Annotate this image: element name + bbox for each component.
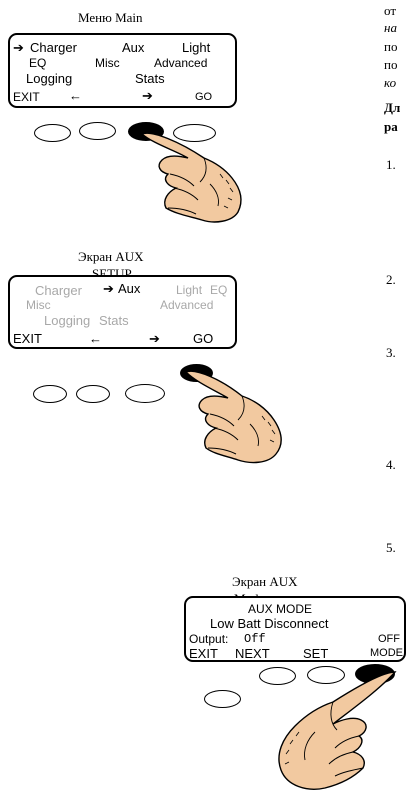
menu-item-charger[interactable]: Charger xyxy=(35,283,82,298)
body-text-fragment: ко xyxy=(384,75,397,90)
menu-item-misc[interactable]: Misc xyxy=(26,298,51,312)
menu-item-eq[interactable]: EQ xyxy=(29,56,47,70)
menu-item-stats[interactable]: Stats xyxy=(135,71,165,86)
softkey-button-4[interactable] xyxy=(173,124,216,142)
menu-item-light[interactable]: Light xyxy=(176,283,203,297)
pointing-hand-icon xyxy=(140,132,242,223)
softkey-next-label: NEXT xyxy=(235,646,270,661)
softkey-button-1[interactable] xyxy=(204,690,241,708)
main-menu-lcd: ➔ Charger Aux Light EQ Misc Advanced Log… xyxy=(8,33,237,108)
softkey-right-arrow-icon: ➔ xyxy=(142,88,153,103)
menu-item-advanced[interactable]: Advanced xyxy=(154,56,208,70)
softkey-set-label: SET xyxy=(303,646,329,661)
step-number: 2. xyxy=(386,272,396,287)
aux-mode-lcd: AUX MODE Low Batt Disconnect Output: Off… xyxy=(184,596,406,662)
menu-item-eq[interactable]: EQ xyxy=(210,283,228,297)
step-number: 4. xyxy=(386,457,396,472)
aux-mode-title: AUX MODE xyxy=(248,602,313,616)
cursor-arrow-icon: ➔ xyxy=(103,281,114,296)
body-text-fragment: от xyxy=(384,3,397,18)
menu-item-logging[interactable]: Logging xyxy=(26,71,73,86)
menu-item-light[interactable]: Light xyxy=(182,40,211,55)
aux-mode-setting: Low Batt Disconnect xyxy=(210,616,329,631)
output-label: Output: xyxy=(189,632,229,646)
aux-setup-caption: Экран AUX xyxy=(78,249,144,264)
body-text-fragment: на xyxy=(384,20,397,35)
body-text-fragment: по xyxy=(384,39,398,54)
pointing-hand-icon xyxy=(278,671,397,790)
mode-value: OFF xyxy=(378,633,400,645)
menu-item-stats[interactable]: Stats xyxy=(99,313,129,328)
softkey-exit-label: EXIT xyxy=(13,331,42,346)
softkey-button-1[interactable] xyxy=(33,385,67,403)
menu-item-aux[interactable]: Aux xyxy=(122,40,145,55)
section-heading-fragment: ра xyxy=(384,119,398,134)
step-number: 3. xyxy=(386,345,396,360)
softkey-button-3[interactable] xyxy=(125,384,165,403)
pointing-hand-icon xyxy=(184,370,282,464)
menu-item-logging[interactable]: Logging xyxy=(44,313,91,328)
output-value: Off xyxy=(244,632,266,646)
aux-setup-lcd: Charger ➔ Aux Light EQ Misc Advanced Log… xyxy=(8,275,237,349)
softkey-exit-label: EXIT xyxy=(13,90,40,104)
softkey-button-2[interactable] xyxy=(79,122,116,140)
menu-item-advanced[interactable]: Advanced xyxy=(160,298,214,312)
softkey-button-1[interactable] xyxy=(34,124,71,142)
softkey-button-2[interactable] xyxy=(76,385,110,403)
main-menu-caption: Меню Main xyxy=(78,10,143,25)
body-text-fragment: по xyxy=(384,57,398,72)
softkey-right-arrow-icon: ➔ xyxy=(149,331,160,346)
softkey-left-arrow-icon: ← xyxy=(69,88,82,103)
menu-item-misc[interactable]: Misc xyxy=(95,56,120,70)
softkey-go-label: GO xyxy=(195,91,213,103)
cursor-arrow-icon: ➔ xyxy=(13,40,24,55)
softkey-exit-label: EXIT xyxy=(189,646,218,661)
section-heading-fragment: Дл xyxy=(384,100,401,115)
softkey-go-label: GO xyxy=(193,331,214,346)
softkey-button-3[interactable] xyxy=(307,666,345,684)
step-number: 1. xyxy=(386,157,396,172)
softkey-button-2[interactable] xyxy=(259,667,296,685)
menu-item-aux-selected[interactable]: Aux xyxy=(118,281,141,296)
aux-mode-caption: Экран AUX xyxy=(232,574,298,589)
menu-item-charger[interactable]: Charger xyxy=(30,40,77,55)
softkey-left-arrow-icon: ← xyxy=(89,331,102,346)
softkey-mode-label: MODE xyxy=(370,647,403,659)
step-number: 5. xyxy=(386,540,396,555)
